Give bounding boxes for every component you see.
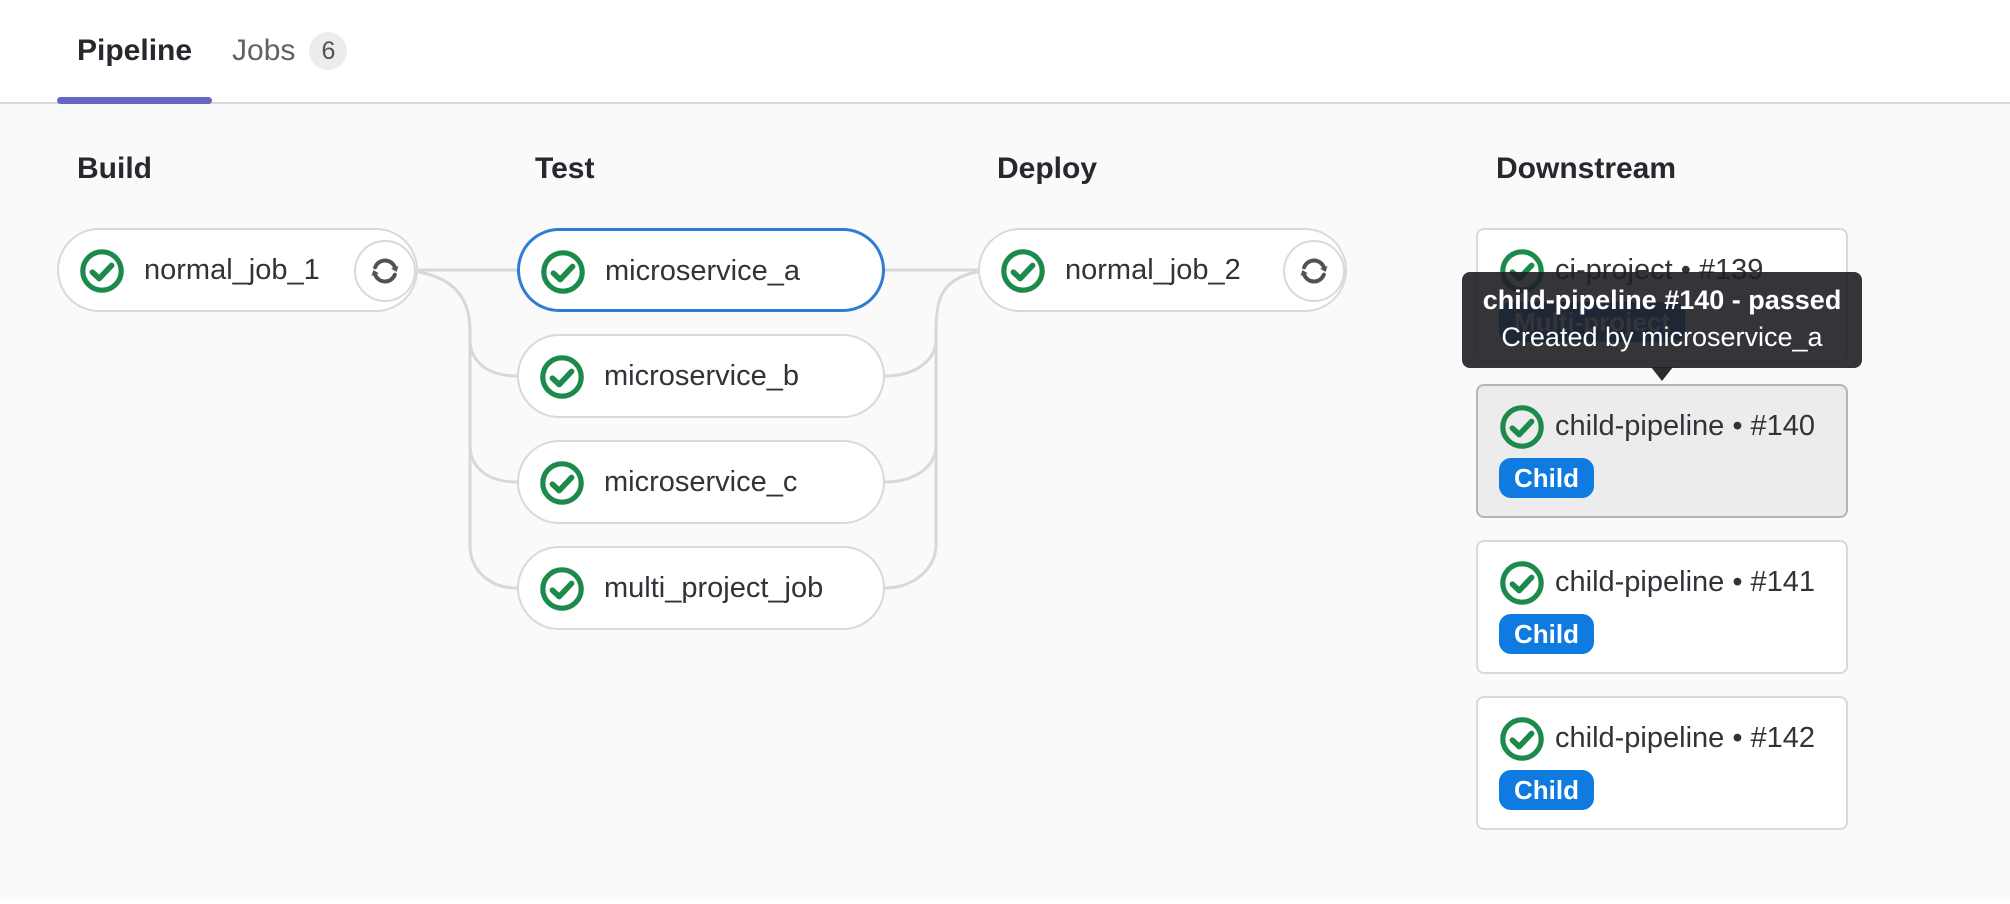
retry-icon <box>1300 258 1328 284</box>
retry-icon <box>371 258 399 284</box>
status-passed-icon <box>1001 249 1045 293</box>
downstream-card-child-pipeline-141[interactable]: child-pipeline • #141 Child <box>1476 540 1848 674</box>
pipeline-tabbar: Pipeline Jobs 6 <box>0 0 2010 104</box>
status-passed-icon <box>1500 561 1544 605</box>
retry-job-button[interactable] <box>1283 240 1345 302</box>
job-label: microservice_a <box>605 254 800 287</box>
status-passed-icon <box>540 355 584 399</box>
downstream-card-title: child-pipeline • #142 <box>1555 722 1816 754</box>
jobs-count-badge: 6 <box>309 32 348 70</box>
pipeline-connector-lines <box>416 268 980 590</box>
job-label: multi_project_job <box>604 571 824 604</box>
tab-jobs[interactable]: Jobs 6 <box>212 0 367 102</box>
downstream-card-title: child-pipeline • #141 <box>1555 566 1816 598</box>
downstream-card-child-pipeline-142[interactable]: child-pipeline • #142 Child <box>1476 696 1848 830</box>
pipeline-graph-panel: Build Test Deploy Downstream normal_job_… <box>0 104 2010 897</box>
job-pill-microservice-b[interactable]: microservice_b <box>517 334 885 418</box>
status-passed-icon <box>541 250 585 294</box>
child-badge: Child <box>1499 614 1594 654</box>
job-pill-normal-job-1[interactable]: normal_job_1 <box>57 228 418 312</box>
downstream-card-title: child-pipeline • #140 <box>1555 410 1816 442</box>
job-pill-multi-project-job[interactable]: multi_project_job <box>517 546 885 630</box>
tooltip-status-line: child-pipeline #140 - passed <box>1482 285 1842 315</box>
panel-bottom-edge <box>0 897 2010 904</box>
job-label: microservice_c <box>604 465 798 498</box>
stage-title-downstream: Downstream <box>1496 152 1677 185</box>
downstream-card-child-pipeline-140[interactable]: child-pipeline • #140 Child <box>1476 384 1848 518</box>
job-pill-microservice-c[interactable]: microservice_c <box>517 440 885 524</box>
status-passed-icon <box>540 567 584 611</box>
child-badge: Child <box>1499 458 1594 498</box>
job-label: microservice_b <box>604 359 799 392</box>
stage-title-deploy: Deploy <box>997 152 1098 185</box>
job-pill-normal-job-2[interactable]: normal_job_2 <box>978 228 1347 312</box>
retry-job-button[interactable] <box>354 240 416 302</box>
status-passed-icon <box>1500 717 1544 761</box>
status-passed-icon <box>540 461 584 505</box>
tab-jobs-label: Jobs <box>232 34 296 67</box>
tooltip-source-line: Created by microservice_a <box>1501 322 1823 352</box>
tab-pipeline[interactable]: Pipeline <box>57 0 213 104</box>
tab-pipeline-label: Pipeline <box>77 34 193 67</box>
job-label: normal_job_1 <box>144 253 320 286</box>
status-passed-icon <box>1500 405 1544 449</box>
status-passed-icon <box>80 249 124 293</box>
job-pill-microservice-a[interactable]: microservice_a <box>517 228 885 312</box>
job-label: normal_job_2 <box>1065 253 1241 286</box>
child-badge: Child <box>1499 770 1594 810</box>
downstream-pipeline-tooltip: child-pipeline #140 - passed Created by … <box>1462 272 1862 381</box>
stage-title-test: Test <box>535 152 595 185</box>
stage-title-build: Build <box>77 152 152 185</box>
